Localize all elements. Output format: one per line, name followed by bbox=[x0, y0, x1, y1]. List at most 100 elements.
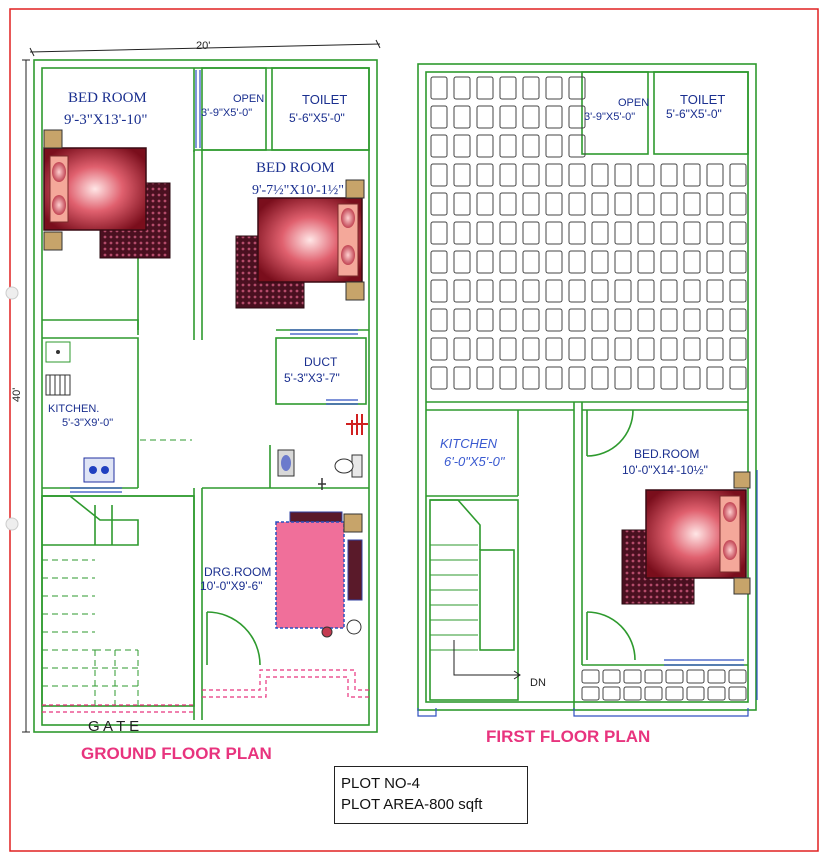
first-floor-title: FIRST FLOOR PLAN bbox=[486, 727, 650, 746]
terrace-tile bbox=[591, 163, 609, 187]
terrace-tile bbox=[706, 192, 724, 216]
terrace-tile bbox=[568, 366, 586, 390]
balcony-tile bbox=[665, 686, 684, 701]
ff-down-label: DN bbox=[530, 677, 546, 689]
gf-duct-name: DUCT bbox=[304, 355, 338, 369]
terrace-tile bbox=[430, 192, 448, 216]
terrace-tile bbox=[706, 308, 724, 332]
plot-info-box: PLOT NO-4 PLOT AREA-800 sqft bbox=[334, 766, 528, 824]
gf-bedroom2-size: 9'-7½"X10'-1½" bbox=[252, 183, 344, 198]
terrace-tile bbox=[476, 279, 494, 303]
ff-open-name: OPEN bbox=[618, 97, 649, 109]
punch-hole bbox=[5, 517, 19, 531]
first-stair-arrow bbox=[453, 640, 521, 680]
terrace-tile bbox=[660, 221, 678, 245]
terrace-tile bbox=[568, 134, 586, 158]
sofa-set-icon bbox=[275, 511, 363, 638]
punch-hole bbox=[5, 286, 19, 300]
terrace-tile bbox=[683, 221, 701, 245]
terrace-tile bbox=[729, 163, 747, 187]
dim-depth-label: 40' bbox=[11, 388, 23, 402]
bath-fixtures-icon bbox=[277, 414, 368, 490]
terrace-tile bbox=[476, 366, 494, 390]
terrace-tile bbox=[522, 308, 540, 332]
terrace-tile bbox=[614, 250, 632, 274]
terrace-tile bbox=[729, 366, 747, 390]
terrace-tile bbox=[453, 366, 471, 390]
terrace-tile bbox=[637, 337, 655, 361]
terrace-tile bbox=[637, 221, 655, 245]
ff-kitchen-name: KITCHEN bbox=[440, 436, 498, 451]
terrace-tile bbox=[683, 308, 701, 332]
terrace-tile bbox=[499, 221, 517, 245]
terrace-tile bbox=[522, 279, 540, 303]
terrace-tile bbox=[499, 76, 517, 100]
terrace-tile bbox=[499, 337, 517, 361]
terrace-tile bbox=[522, 192, 540, 216]
terrace-tile bbox=[545, 250, 563, 274]
terrace-tile bbox=[729, 221, 747, 245]
balcony-tile bbox=[644, 686, 663, 701]
terrace-tile bbox=[476, 192, 494, 216]
dimension-lines bbox=[22, 39, 381, 733]
terrace-tile bbox=[453, 134, 471, 158]
terrace-tile bbox=[591, 221, 609, 245]
terrace-tile bbox=[499, 163, 517, 187]
terrace-tile bbox=[706, 337, 724, 361]
balcony-tile bbox=[602, 686, 621, 701]
terrace-tile bbox=[453, 221, 471, 245]
terrace-tile bbox=[453, 337, 471, 361]
terrace-tile bbox=[476, 76, 494, 100]
terrace-tile bbox=[568, 308, 586, 332]
terrace-tile bbox=[660, 192, 678, 216]
sheet-border bbox=[9, 8, 819, 852]
balcony-tile bbox=[644, 669, 663, 684]
terrace-tile bbox=[660, 308, 678, 332]
balcony-tile bbox=[686, 669, 705, 684]
terrace-tile bbox=[430, 134, 448, 158]
terrace-tile bbox=[637, 366, 655, 390]
terrace-tile bbox=[545, 279, 563, 303]
ground-door-openings bbox=[140, 439, 268, 489]
terrace-tile bbox=[453, 163, 471, 187]
ff-toilet-size: 5'-6"X5'-0" bbox=[666, 107, 722, 121]
terrace-tile bbox=[499, 250, 517, 274]
terrace-tile bbox=[430, 163, 448, 187]
ff-bedroom-size: 10'-0"X14'-10½" bbox=[622, 463, 708, 477]
terrace-tile bbox=[453, 192, 471, 216]
terrace-tile bbox=[522, 134, 540, 158]
terrace-tile bbox=[568, 337, 586, 361]
terrace-tile bbox=[522, 105, 540, 129]
terrace-tile bbox=[430, 250, 448, 274]
terrace-tile bbox=[614, 279, 632, 303]
balcony-tile bbox=[623, 669, 642, 684]
balcony-tile bbox=[707, 669, 726, 684]
bed-icon bbox=[235, 179, 365, 309]
terrace-tile bbox=[476, 134, 494, 158]
balcony-tile bbox=[623, 686, 642, 701]
balcony-tile bbox=[686, 686, 705, 701]
plot-area: PLOT AREA-800 sqft bbox=[341, 796, 483, 813]
gf-kitchen-name: KITCHEN. bbox=[48, 403, 99, 415]
ground-windows bbox=[70, 70, 358, 493]
terrace-tile bbox=[476, 221, 494, 245]
terrace-tile bbox=[476, 163, 494, 187]
terrace-tile bbox=[683, 366, 701, 390]
terrace-tile bbox=[683, 192, 701, 216]
terrace-tile bbox=[683, 163, 701, 187]
terrace-tile bbox=[660, 279, 678, 303]
bed-icon bbox=[621, 471, 751, 605]
terrace-tile bbox=[499, 105, 517, 129]
terrace-tile bbox=[453, 76, 471, 100]
first-stair-steps bbox=[430, 544, 478, 651]
balcony-tile-grid bbox=[581, 669, 747, 701]
terrace-tile bbox=[683, 250, 701, 274]
first-bedroom-door bbox=[586, 409, 636, 661]
terrace-tile bbox=[476, 337, 494, 361]
terrace-tile bbox=[706, 250, 724, 274]
ground-stair-steps bbox=[42, 559, 139, 706]
terrace-tile bbox=[453, 308, 471, 332]
terrace-tile bbox=[591, 337, 609, 361]
terrace-tile bbox=[568, 192, 586, 216]
gf-bedroom1-name: BED ROOM bbox=[68, 90, 147, 106]
